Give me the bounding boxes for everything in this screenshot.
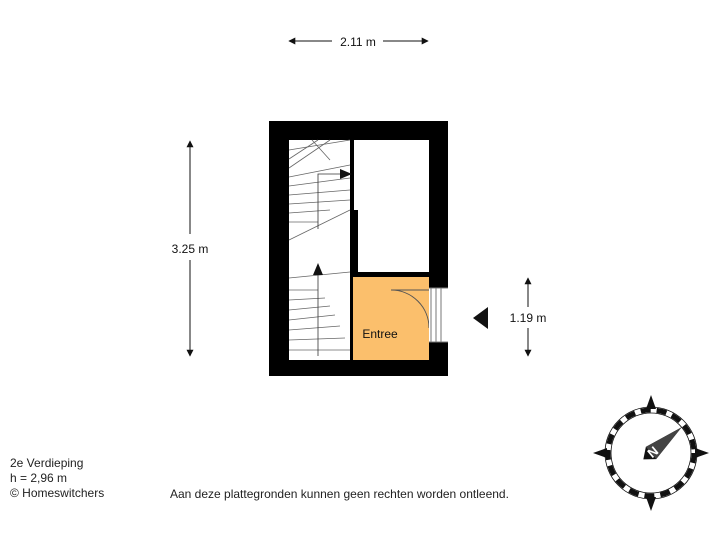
copyright: © Homeswitchers [10,486,105,500]
staircase [288,139,351,356]
ceiling-height: h = 2,96 m [10,471,68,485]
disclaimer: Aan deze plattegronden kunnen geen recht… [170,487,509,501]
floor-name: 2e Verdieping [10,456,84,470]
door-dimension: 1.19 m [510,277,547,357]
width-dimension: 2.11 m [288,35,429,49]
stair-direction-arrow-icon [313,263,323,275]
stair-direction-arrow-icon [340,169,352,179]
door-dimension-label: 1.19 m [510,311,547,325]
height-dimension: 3.25 m [172,140,209,357]
entrance-door [390,289,430,329]
entrance-arrow-icon [473,307,488,329]
entree-room [353,277,429,360]
width-label: 2.11 m [340,35,376,49]
window-opening [429,287,448,343]
compass-needle-icon [643,427,682,460]
entree-label: Entree [362,327,398,341]
compass: N [593,395,709,511]
floor-info: 2e Verdieping h = 2,96 m © Homeswitchers [10,456,104,501]
outer-walls [269,121,448,376]
inner-walls [350,140,429,360]
height-label: 3.25 m [172,242,209,256]
